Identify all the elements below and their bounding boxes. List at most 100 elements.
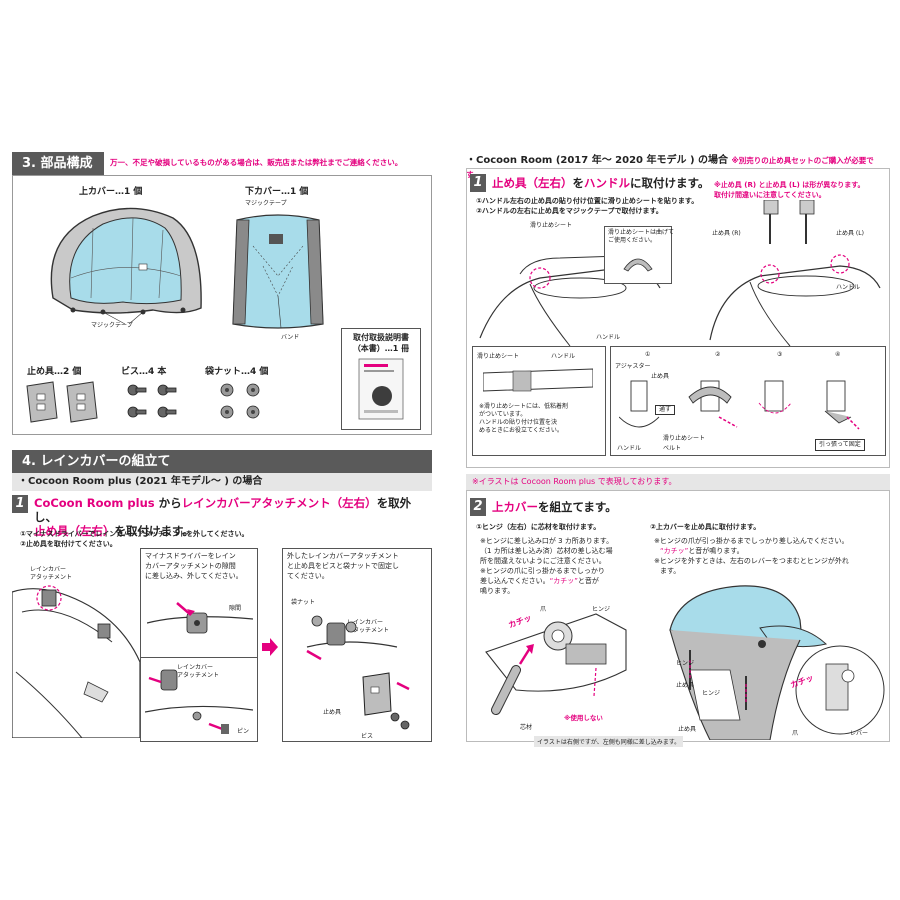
nut-illustration xyxy=(220,383,260,419)
rb-lbl-claw2: 爪 xyxy=(792,730,799,737)
rb-right-h: ②上カバーを止め具に取付けます。 xyxy=(650,523,761,531)
section4-title: 4. レインカバーの組立て xyxy=(12,450,432,474)
rt-lbl-handle3: ハンドル xyxy=(617,445,642,452)
manual-thumbnail xyxy=(358,358,404,420)
rb-lbl-hinge3: ヒンジ xyxy=(702,690,721,697)
nut-label: 袋ナット…4 個 xyxy=(205,367,269,377)
rb-right-2b: と音が鳴ります。 xyxy=(688,547,744,555)
s4-step1-number: 1 xyxy=(12,495,28,513)
rb-lbl-stop2: 止め具 xyxy=(676,682,695,689)
s4-step1-t1c: レインカバーアタッチメント（左右） xyxy=(181,496,377,510)
rt-detail-handle: ハンドル xyxy=(551,353,576,360)
s4-step1-t1b: から xyxy=(154,496,182,510)
rt-note-r: ※止め具 (R) と止め具 (L) は形が異なります。 取付け間違いに注意してく… xyxy=(714,181,865,199)
rb-step2-title: 上カバーを組立てます。 xyxy=(492,500,617,514)
magic-tape-bottom-label: マジックテープ xyxy=(91,322,133,329)
magic-tape-top-label: マジックテープ xyxy=(245,200,287,207)
s4-step1-inst1: ①マイナスドライバーでレインカバーアタッチメントを外してください。 xyxy=(20,530,249,538)
s4-step1-title: CoCoon Room plus からレインカバーアタッチメント（左右）を取外し… xyxy=(34,496,434,538)
rb-step2-number: 2 xyxy=(470,498,486,516)
rt-t-a: 止め具（左右） xyxy=(492,176,573,190)
rt-handle-illustration-2 xyxy=(709,200,881,347)
lower-cover-label: 下カバー…1 個 xyxy=(245,187,309,197)
s4-lbl-attach2: レインカバー アタッチメント xyxy=(177,664,220,679)
rb-left-2: （1 カ所は差し込み済）芯材の差し込む場 xyxy=(480,547,613,555)
s4-step1-t2b: を取付けます。 xyxy=(114,524,194,538)
rb-lbl-hinge2: ヒンジ xyxy=(676,660,695,667)
rb-lbl-unused: ※使用しない xyxy=(564,714,603,722)
lower-cover-illustration xyxy=(232,214,324,329)
rt-n2: ② xyxy=(715,351,721,358)
rb-left-5b: “カチッ” xyxy=(549,577,578,585)
rt-lbl-pull: 引っ張って固定 xyxy=(815,439,865,451)
rb-left-5c: と音が xyxy=(577,577,599,585)
s4-driver-illustration xyxy=(147,602,253,634)
rt-t-d: に取付けます。 xyxy=(630,176,710,190)
rb-left-1: ※ヒンジに差し込み口が 3 カ所あります。 xyxy=(480,537,614,545)
rt-lbl-stop-l: 止め具 (L) xyxy=(836,230,864,237)
s4-step1-inst2: ②止め具を取付けてください。 xyxy=(20,540,117,548)
manual-label-1: 取付取扱説明書 xyxy=(353,333,409,342)
rb-left-5a: 差し込んでください。 xyxy=(480,577,550,585)
s4-right-box: 外したレインカバーアタッチメント と止め具をビスと袋ナットで固定し てください。… xyxy=(282,548,432,742)
arrow-right-icon xyxy=(262,638,278,656)
rt-steps-illustration xyxy=(619,380,860,430)
rt-step1-title: 止め具（左右）をハンドルに取付けます。 xyxy=(492,176,709,190)
screw-label: ビス…4 本 xyxy=(121,367,167,377)
band-label: バンド xyxy=(281,334,300,341)
rt-n1: ① xyxy=(645,351,651,358)
rb-left-4: ※ヒンジの爪に引っ掛かるまでしっかり xyxy=(480,567,605,575)
rb-bar-text: ※イラストは Cocoon Room plus で表現しております。 xyxy=(472,477,677,486)
rb-lbl-core: 芯材 xyxy=(520,724,533,731)
s4-assembly-illustration xyxy=(306,615,410,730)
section3-note: 万一、不足や破損しているものがある場合は、販売店または弊社までご連絡ください。 xyxy=(110,158,403,167)
rb-cover-illustration xyxy=(669,585,885,740)
s4-lbl-gap: 隙間 xyxy=(229,605,242,612)
rt-n4: ④ xyxy=(835,351,841,358)
stopper-label: 止め具…2 個 xyxy=(27,367,82,377)
s4-seat-illustration xyxy=(12,585,141,738)
rt-lbl-pass: 通す xyxy=(655,405,676,415)
section4-sub: ・Cocoon Room plus (2021 年モデル～ ) の場合 xyxy=(12,473,432,491)
parts-box: 上カバー…1 個 マジックテープ 下カバー…1 個 マジックテープ バンド 取付… xyxy=(12,175,432,435)
upper-cover-label: 上カバー…1 個 xyxy=(79,187,143,197)
rb-lbl-stop3: 止め具 xyxy=(678,726,697,733)
rb-left-5: 差し込んでください。“カチッ”と音が xyxy=(480,576,599,586)
rt-detail-box: 滑り止めシート ハンドル ※滑り止めシートには、低粘着剤 がついています。 ハン… xyxy=(472,346,606,456)
rt-lbl-stop-r: 止め具 (R) xyxy=(712,230,741,237)
rb-lbl-lever: レバー xyxy=(850,730,869,737)
s4-box-mid-text: マイナスドライバーをレイン カバーアタッチメントの隙間 に差し込み、外してくださ… xyxy=(145,552,243,580)
rt-lbl-stopper: 止め具 xyxy=(651,373,670,380)
rb-lbl-claw: 爪 xyxy=(540,606,547,613)
rt-box-sheet-text: 滑り止めシートは曲げて ご使用ください。 xyxy=(608,229,675,244)
rb-bar: ※イラストは Cocoon Room plus で表現しております。 xyxy=(466,474,890,490)
section3-title: 3. 部品構成 xyxy=(12,152,104,176)
rb-right-2: “カチッ”と音が鳴ります。 xyxy=(660,546,744,556)
rb-caption: イラストは右側ですが、左側も同様に差し込みます。 xyxy=(534,736,684,747)
s4-lbl-pin: ピン xyxy=(237,728,250,735)
rb-hinge-illustration xyxy=(485,613,627,715)
s4-lbl-screw: ビス xyxy=(361,733,374,740)
rb-lbl-hinge: ヒンジ xyxy=(592,606,611,613)
rt-lbl-sheet: 滑り止めシート xyxy=(530,222,573,229)
upper-cover-illustration xyxy=(50,207,202,325)
s4-step1-t1d: を取外し、 xyxy=(34,496,412,524)
rt-steps-box: ① ② ③ ④ アジャスター 止め具 通す 滑り止めシート ベルト ハンドル 引… xyxy=(610,346,886,456)
s4-middle-box: マイナスドライバーをレイン カバーアタッチメントの隙間 に差し込み、外してくださ… xyxy=(140,548,258,742)
rt-sheet-icon xyxy=(623,258,653,272)
rt-inst2: ②ハンドルの左右に止め具をマジックテープで取付けます。 xyxy=(476,207,663,215)
s4-lbl-attach: レインカバー アタッチメント xyxy=(30,566,73,581)
rb-left-3: 所を間違えないようにご注意ください。 xyxy=(480,557,606,565)
s4-mid-lower: レインカバー アタッチメント ピン xyxy=(141,657,257,741)
rt-inst1: ①ハンドル左右の止め具の貼り付け位置に滑り止めシートを貼ります。 xyxy=(476,197,699,205)
rb-right-2a: “カチッ” xyxy=(660,547,689,555)
s4-attach-illustration xyxy=(145,669,253,734)
rt-sub-text: ・Cocoon Room (2017 年～ 2020 年モデル ) の場合 xyxy=(466,155,729,166)
s4-step1-t1a: CoCoon Room plus xyxy=(34,496,155,510)
rt-step1-number: 1 xyxy=(470,174,486,192)
rt-lbl-handle2: ハンドル xyxy=(836,284,861,291)
rt-lbl-adjuster: アジャスター xyxy=(615,363,651,370)
rt-t-c: ハンドル xyxy=(584,176,630,190)
rt-n3: ③ xyxy=(777,351,783,358)
rb-right-3: ※ヒンジを外すときは、左右のレバーをつまむとヒンジが外れ xyxy=(654,557,849,565)
